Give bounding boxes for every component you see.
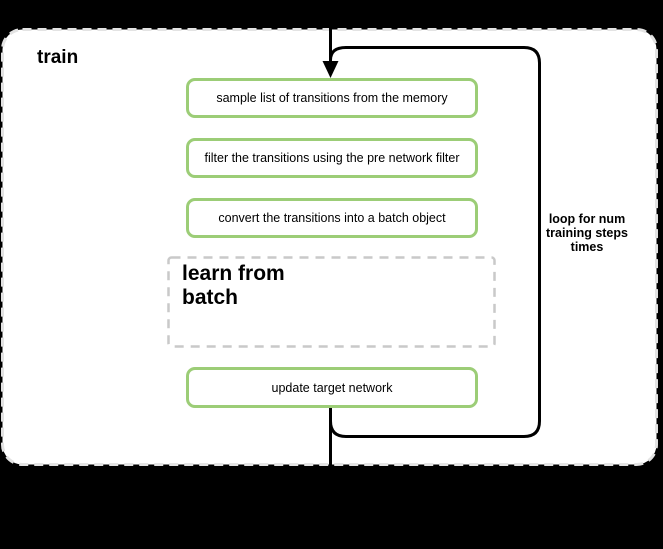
step-label: filter the transitions using the pre net… bbox=[204, 151, 460, 165]
step-label: update target network bbox=[271, 380, 393, 395]
subprocess-box bbox=[167, 256, 496, 348]
step-filter-transitions: filter the transitions using the pre net… bbox=[186, 138, 478, 178]
arrow-head-icon bbox=[322, 61, 339, 78]
container-title: train bbox=[37, 47, 79, 68]
step-convert-to-batch: convert the transitions into a batch obj… bbox=[186, 198, 478, 238]
loop-annotation: loop for num training steps times bbox=[546, 212, 628, 254]
step-label: convert the transitions into a batch obj… bbox=[218, 211, 446, 225]
loop-path bbox=[329, 46, 541, 438]
step-update-target-network: update target network bbox=[186, 367, 478, 408]
subprocess-title: learn from batch bbox=[182, 262, 285, 309]
step-sample-transitions: sample list of transitions from the memo… bbox=[186, 78, 478, 118]
step-label: sample list of transitions from the memo… bbox=[216, 91, 448, 105]
